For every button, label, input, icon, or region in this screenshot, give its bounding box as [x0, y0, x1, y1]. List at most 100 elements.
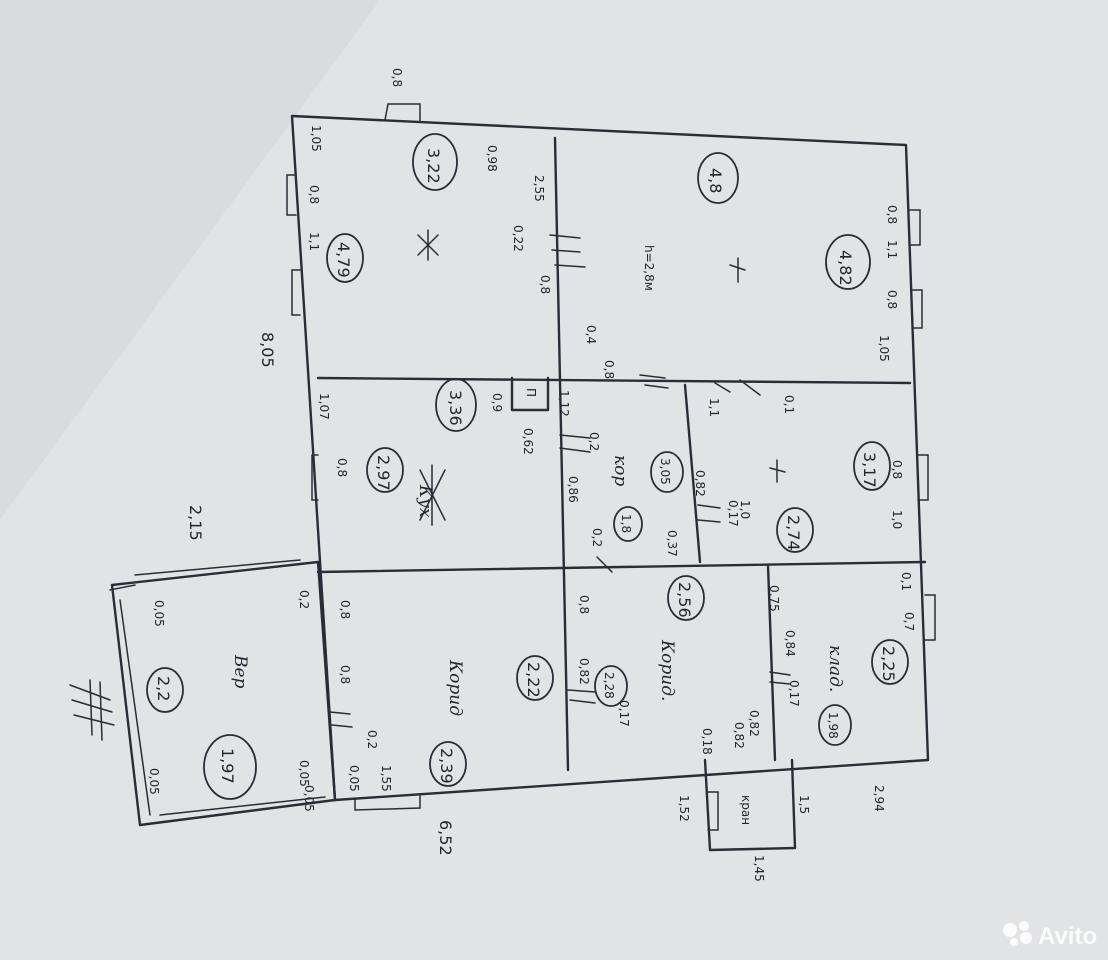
room-name-kitchen: Кух	[415, 484, 435, 518]
room-name-pantry: кран	[739, 795, 753, 825]
windows	[286, 103, 936, 811]
area-label: 4,79	[334, 242, 353, 278]
dim-label: 0,82	[747, 710, 761, 737]
dimension-tail: 2,94	[872, 785, 886, 812]
dim-label: 0,8	[338, 600, 352, 619]
dim-label: 0,37	[665, 530, 679, 557]
dim-label: 0,2	[587, 432, 601, 451]
dim-label: 0,8	[338, 665, 352, 684]
dim-label: 1,12	[557, 390, 571, 417]
room-name-pantry-room: клад.	[825, 645, 845, 692]
dim-label: 0,2	[590, 528, 604, 547]
dim-label: 0,9	[490, 393, 504, 412]
dim-label: 0,8	[885, 290, 899, 309]
overall-dimensions: 8,05 2,15 6,52 2,94 1,52 1,5 1,45 h=2,8м	[186, 245, 886, 882]
dim-label: 1,07	[317, 393, 331, 420]
area-label: 2,39	[437, 748, 456, 784]
dim-label: 0,05	[302, 785, 316, 812]
dim-label: 1,0	[890, 510, 904, 529]
avito-logo-text: Avito	[1038, 923, 1097, 950]
dim-label: 1,1	[307, 232, 321, 251]
paper-shadow	[0, 0, 380, 520]
dim-label: 0,05	[297, 760, 311, 787]
dim-label: 0,8	[307, 185, 321, 204]
dim-label: 0,62	[521, 428, 535, 455]
dimension-right: 6,52	[436, 820, 455, 856]
area-label: 3,22	[424, 148, 443, 184]
dimension-pantry: 1,5	[797, 795, 811, 814]
room-words: Кух Корид Корид. кор клад. Вер кран П	[230, 388, 845, 825]
dim-label: 1,1	[885, 240, 899, 259]
dim-label: 0,05	[152, 600, 166, 627]
dim-label: 0,8	[335, 458, 349, 477]
dim-label: 0,18	[700, 728, 714, 755]
dim-label: 0,17	[787, 680, 801, 707]
veranda	[69, 559, 337, 827]
dim-label: 0,8	[602, 360, 616, 379]
dim-label: 0,75	[767, 585, 781, 612]
dim-label: 0,84	[783, 630, 797, 657]
dim-label: 0,8	[890, 460, 904, 479]
avito-watermark: Avito	[1003, 921, 1097, 950]
dim-label: 2,55	[532, 175, 546, 202]
dimension-length: 8,05	[258, 332, 277, 368]
room-name-corridor: Корид.	[657, 639, 677, 701]
dimension-pantry: 1,52	[677, 795, 691, 822]
dim-label: 0,17	[726, 500, 740, 527]
ceiling-height: h=2,8м	[642, 245, 656, 291]
dim-label: 0,82	[732, 722, 746, 749]
dim-label: 1,55	[379, 765, 393, 792]
area-label: 3,05	[658, 458, 672, 485]
room-name-corridor: кор	[610, 455, 630, 486]
area-label: 1,97	[218, 748, 237, 784]
dim-label: 0,8	[538, 275, 552, 294]
area-label: 2,22	[524, 662, 543, 698]
dim-label: 1,05	[309, 125, 323, 152]
dim-label: 0,05	[347, 765, 361, 792]
area-label: 2,28	[602, 672, 616, 699]
area-label: 3,17	[860, 452, 879, 488]
dim-label: 0,8	[390, 68, 404, 87]
area-label: 4,8	[706, 168, 725, 193]
small-dimensions: 0,8 1,05 0,98 0,8 1,1 2,55 0,22 0,8 0,8 …	[147, 68, 916, 812]
area-label: 2,25	[879, 646, 898, 682]
dim-label: 0,1	[782, 395, 796, 414]
dim-label: 0,86	[566, 476, 580, 503]
dim-label: 0,2	[365, 730, 379, 749]
dim-label: 0,8	[577, 595, 591, 614]
dim-label: 0,8	[885, 205, 899, 224]
area-label: 2,2	[154, 676, 173, 701]
door-marks	[329, 234, 791, 728]
area-label: 2,97	[374, 455, 393, 491]
dim-label: 0,4	[584, 325, 598, 344]
room-name-corridor: Корид	[445, 659, 465, 716]
area-label: 1,98	[826, 712, 840, 739]
dimension-pantry: 1,45	[752, 855, 766, 882]
dim-label: 0,7	[902, 612, 916, 631]
dim-label: 0,98	[485, 145, 499, 172]
pantry	[703, 758, 797, 852]
dim-label: 0,82	[693, 470, 707, 497]
dim-label: 0,17	[617, 700, 631, 727]
dim-label: 1,0	[738, 500, 752, 519]
area-label: 4,82	[836, 250, 855, 286]
area-label: 1,8	[619, 514, 633, 533]
dimension-veranda: 2,15	[186, 505, 205, 541]
area-label: 2,74	[784, 515, 803, 551]
dim-label: 1,1	[707, 398, 721, 417]
area-label: 3,36	[446, 390, 465, 426]
dim-label: 0,22	[511, 225, 525, 252]
interior-walls	[316, 136, 927, 772]
area-label: 2,56	[675, 582, 694, 618]
dim-label: 0,2	[297, 590, 311, 609]
dim-label: 1,05	[877, 335, 891, 362]
room-name-veranda: Вер	[230, 654, 250, 689]
area-labels: 4,8 4,82 3,22 4,79 3,36 2,97 3,17 2,74 3…	[154, 148, 898, 784]
fixture-marks	[417, 229, 786, 526]
area-circles	[146, 133, 909, 800]
dim-label: 0,82	[577, 658, 591, 685]
room-mark-p: П	[524, 388, 538, 397]
dim-label: 0,05	[147, 768, 161, 795]
